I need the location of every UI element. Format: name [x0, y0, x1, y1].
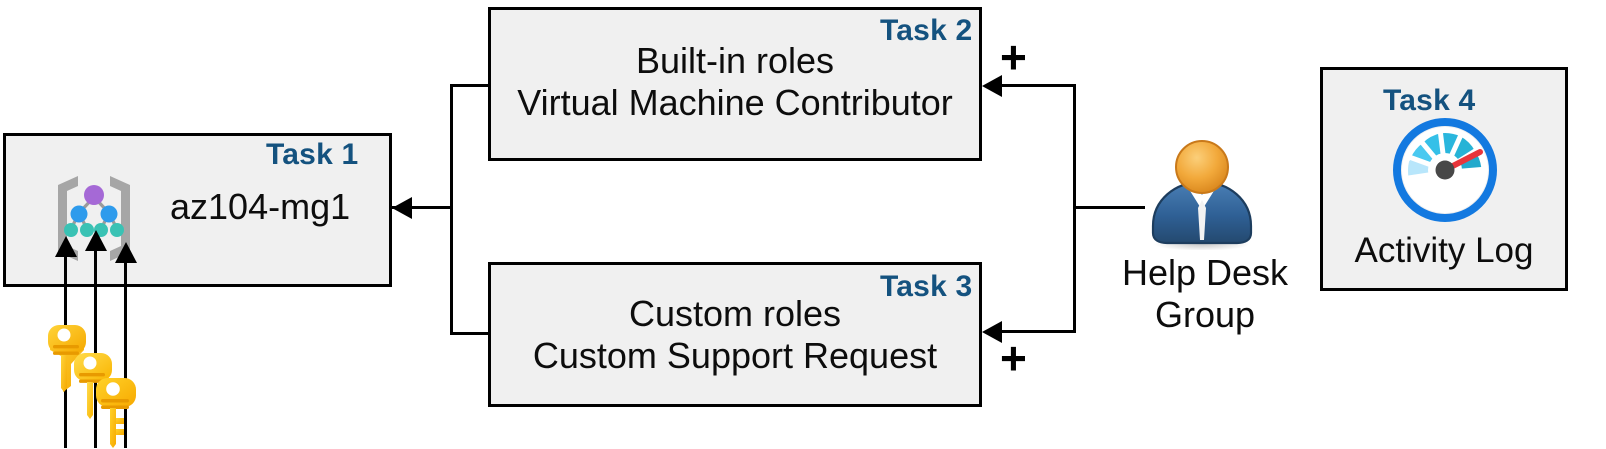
task-3-box[interactable]	[488, 262, 982, 407]
task-2-text: Built-in roles Virtual Machine Contribut…	[498, 40, 972, 125]
task-2-label: Task 2	[880, 14, 973, 47]
connector-person-to-task3-v	[1073, 206, 1076, 333]
plus-sign-bottom: +	[1000, 332, 1027, 384]
task-3-text: Custom roles Custom Support Request	[498, 293, 972, 378]
task-2-box[interactable]	[488, 7, 982, 161]
task-1-box[interactable]	[3, 133, 392, 287]
key-arrow-head-3	[115, 242, 137, 263]
actor-caption: Help Desk Group	[1060, 252, 1350, 337]
connector-person-to-task2-h	[1000, 84, 1076, 87]
gauge-icon	[1392, 117, 1498, 223]
connector-task3-stub	[450, 332, 490, 335]
connector-to-task1	[392, 206, 452, 209]
connector-person-to-task2-v	[1073, 84, 1076, 208]
task-3-line-1: Custom roles	[628, 293, 842, 334]
connector-to-task1-arrowhead	[392, 197, 412, 219]
connector-task2-stub	[450, 84, 490, 87]
plus-sign-top: +	[1000, 31, 1027, 83]
actor-line-2: Group	[1154, 294, 1256, 336]
task-3-label: Task 3	[880, 270, 973, 303]
connector-trunk	[450, 84, 453, 335]
actor-line-1: Help Desk	[1121, 252, 1289, 293]
task-1-text: az104-mg1	[170, 186, 351, 227]
management-group-icon	[48, 172, 140, 262]
user-icon	[1135, 140, 1270, 251]
connector-person-to-task3-h	[1000, 330, 1076, 333]
task-2-line-1: Built-in roles	[635, 40, 835, 81]
task-2-line-2: Virtual Machine Contributor	[517, 82, 953, 124]
connector-person-stem	[1073, 206, 1145, 209]
connector-task2-arrowhead	[982, 75, 1002, 97]
task-4-text: Activity Log	[1354, 231, 1534, 270]
key-arrow-head-1	[55, 236, 77, 257]
task-4-label: Task 4	[1383, 84, 1476, 117]
task-3-line-2: Custom Support Request	[532, 335, 938, 377]
connector-task3-arrowhead	[982, 321, 1002, 343]
task-1-label: Task 1	[266, 138, 359, 171]
key-arrow-line-3	[124, 254, 127, 448]
keys-icon	[36, 308, 156, 449]
key-arrow-line-2	[94, 242, 97, 448]
key-arrow-head-2	[85, 230, 107, 251]
